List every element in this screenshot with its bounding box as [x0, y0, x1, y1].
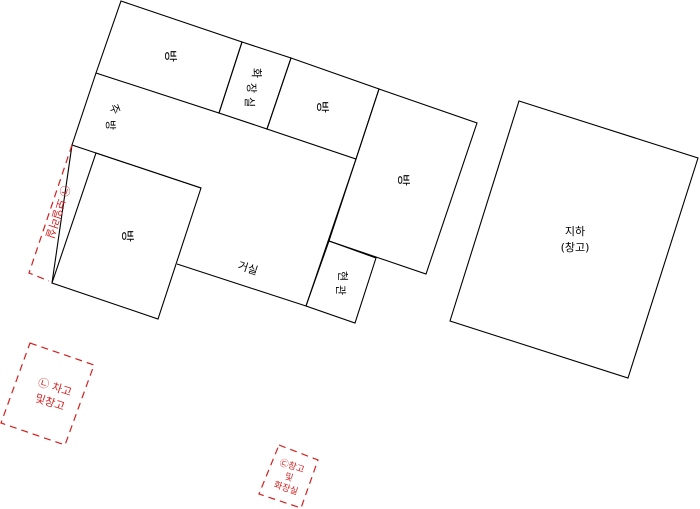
svg-text:장: 장: [245, 83, 258, 93]
main-house: [51, 0, 478, 324]
svg-text:지하: 지하: [565, 224, 585, 238]
room-right-label: 방: [395, 174, 410, 186]
room-bottom-left-label: 방: [119, 230, 134, 242]
basement-label: 지하 (창고): [561, 224, 590, 254]
svg-text:화: 화: [250, 68, 263, 78]
svg-text:실: 실: [243, 97, 256, 107]
kitchen-label: 주 방: [104, 102, 122, 130]
room-right-outline: [328, 88, 478, 275]
svg-text:(창고): (창고): [561, 241, 590, 254]
room-bottom-left-outline: [51, 152, 202, 320]
room-top-left-label: 방: [162, 50, 177, 62]
svg-text:방: 방: [104, 120, 117, 130]
svg-text:관: 관: [334, 285, 347, 295]
living-room-label: 거실: [236, 259, 259, 278]
svg-text:주: 주: [107, 102, 123, 116]
svg-text:현: 현: [336, 271, 349, 281]
entrance-label: 현 관: [334, 271, 349, 295]
boiler-room-label: ㉠ 보일러실: [43, 184, 73, 241]
storage-toilet-label: ㉢창고 및 화장실: [272, 457, 305, 497]
left-strip-outline: [51, 144, 73, 284]
living-room-outline: [176, 263, 307, 307]
room-top-middle-label: 방: [314, 101, 329, 113]
svg-text:및: 및: [283, 470, 295, 484]
garage-storage-label: ㉡ 차고 및창고: [33, 376, 73, 413]
entrance-outline: [305, 240, 377, 324]
boiler-room-outline: [28, 144, 73, 282]
kitchen-outline: [71, 72, 202, 189]
bathroom-label: 화 장 실: [243, 68, 263, 107]
storage-toilet-outline: [258, 444, 319, 509]
basement-outline: [449, 100, 699, 379]
